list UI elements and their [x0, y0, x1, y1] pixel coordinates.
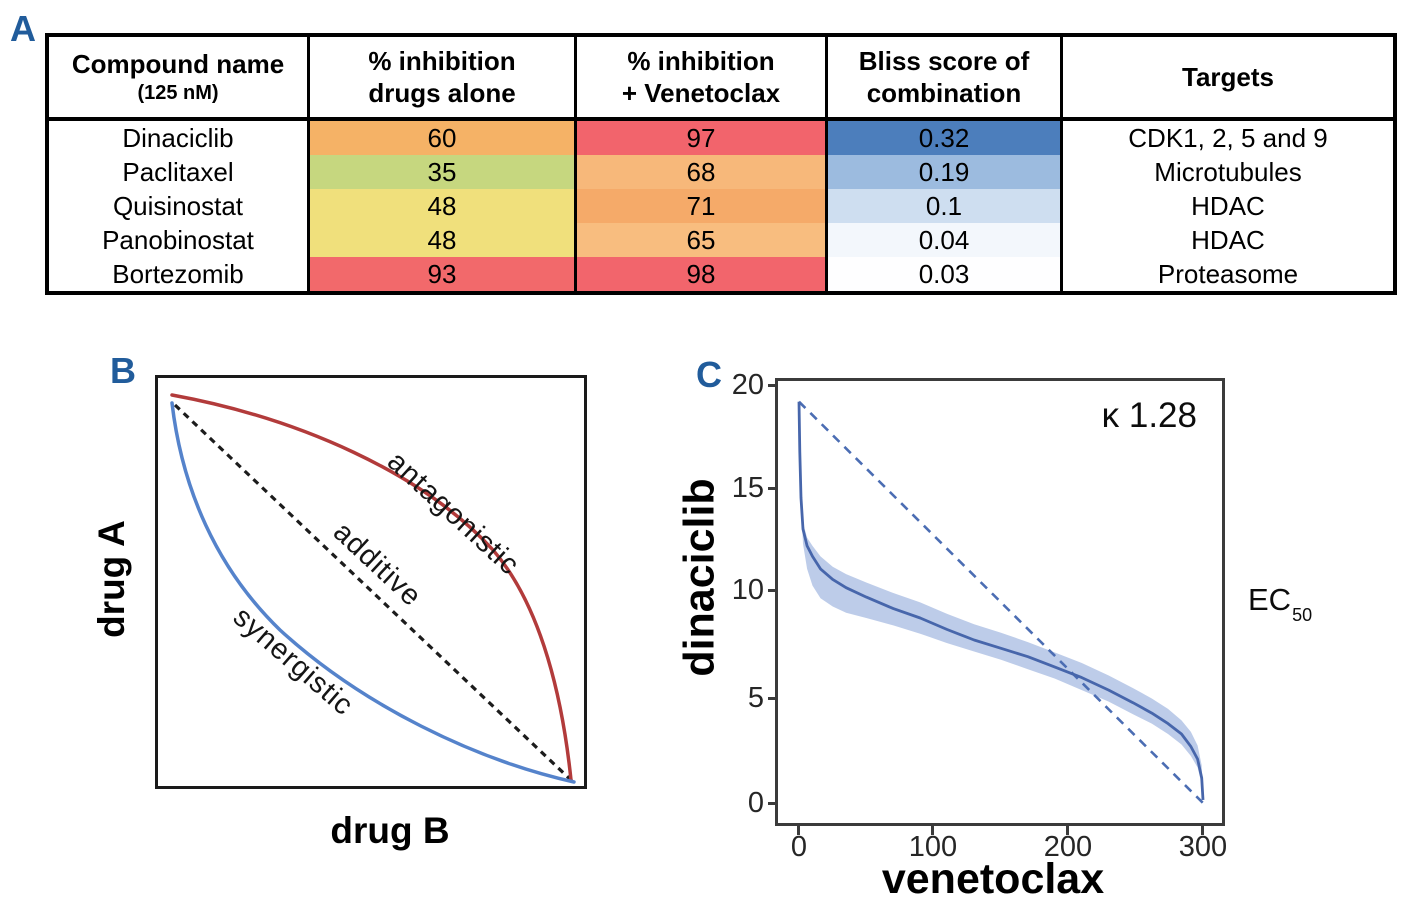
table-cell-r1-c4: Microtubules: [1154, 157, 1302, 187]
table-cell-r0-c4: CDK1, 2, 5 and 9: [1128, 123, 1328, 153]
table-cell-r2-c4: HDAC: [1191, 191, 1265, 221]
drug-b-axis-label: drug B: [330, 810, 450, 851]
dinaciclib-axis-label: dinaciclib: [675, 478, 724, 677]
y-tick-label-5: 5: [747, 682, 764, 714]
drug-a-axis-label: drug A: [91, 520, 132, 638]
synergistic-curve: [170, 401, 576, 784]
isobologram-svg: [797, 400, 1205, 804]
header-inhibition-alone: % inhibition drugs alone: [310, 37, 577, 121]
ec50-sub: 50: [1292, 605, 1313, 626]
y-tick-5: [768, 697, 778, 700]
panel-b-plot: [155, 375, 587, 789]
table-cell-r0-c2: 97: [577, 121, 828, 155]
x-tick-200: [1066, 826, 1069, 835]
table-cell-r4-c1: 93: [310, 257, 577, 291]
table-cell-r1-c3: 0.19: [828, 155, 1063, 189]
x-tick-300: [1201, 826, 1204, 835]
y-tick-label-15: 15: [731, 472, 764, 504]
table-cell-r0-c0: Dinaciclib: [49, 121, 310, 155]
header-compound-line2: (125 nM): [137, 81, 219, 104]
table-cell-r3-c4: HDAC: [1191, 225, 1265, 255]
y-tick-label-20: 20: [731, 369, 764, 401]
y-tick-20: [768, 384, 778, 387]
table-cell-r3-c2: 65: [577, 223, 828, 257]
table-cell-r1-c2: 68: [577, 155, 828, 189]
x-tick-0: [797, 826, 800, 835]
table-cell-r3-c3: 0.04: [828, 223, 1063, 257]
header-ven-line1: % inhibition: [627, 45, 775, 76]
x-tick-100: [931, 826, 934, 835]
table-cell-r4-c4: Proteasome: [1157, 259, 1299, 289]
table-cell-r2-c0: Quisinostat: [49, 189, 310, 223]
table-cell-r2-c2: 71: [577, 189, 828, 223]
header-bliss-line1: Bliss score of: [858, 45, 1030, 76]
header-inhibition-venetoclax: % inhibition + Venetoclax: [577, 37, 828, 121]
header-compound-name: Compound name (125 nM): [49, 37, 310, 121]
table-cell-r4-c3: 0.03: [828, 257, 1063, 291]
venetoclax-axis-label: venetoclax: [881, 855, 1105, 903]
table-cell-r0-c3: 0.32: [828, 121, 1063, 155]
header-ven-line2: + Venetoclax: [621, 77, 781, 108]
schematic-svg: [170, 393, 576, 784]
table-cell-r4-c0: Bortezomib: [49, 257, 310, 291]
header-bliss-line2: combination: [866, 77, 1022, 108]
header-alone-line1: % inhibition: [368, 45, 516, 76]
header-targets-line1: Targets: [1182, 61, 1274, 92]
x-tick-label-0: 0: [790, 831, 808, 863]
table-cell-r2-c1: 48: [310, 189, 577, 223]
table-cell-r1-c1: 35: [310, 155, 577, 189]
y-tick-label-0: 0: [747, 787, 764, 819]
table-cell-r3-c1: 48: [310, 223, 577, 257]
ec50-main: EC: [1248, 582, 1292, 617]
antagonistic-curve: [170, 393, 573, 782]
panel-c-plot: [775, 378, 1225, 826]
x-tick-label-100: 100: [908, 831, 958, 863]
panel-b-label: B: [110, 350, 136, 391]
table-cell-r1-c0: Paclitaxel: [49, 155, 310, 189]
table-cell-r3-c0: Panobinostat: [49, 223, 310, 257]
isobole-line: [797, 401, 1205, 800]
table-cell-r0-c1: 60: [310, 121, 577, 155]
y-tick-label-10: 10: [731, 574, 764, 606]
kappa-annotation: κ 1.28: [1101, 396, 1197, 435]
combination-table: Compound name (125 nM) % inhibition drug…: [45, 33, 1397, 295]
y-tick-10: [768, 589, 778, 592]
y-tick-15: [768, 487, 778, 490]
table-cell-r2-c3: 0.1: [828, 189, 1063, 223]
header-targets: Targets: [1063, 37, 1393, 121]
x-tick-label-300: 300: [1178, 831, 1228, 863]
x-tick-label-200: 200: [1043, 831, 1093, 863]
table-cell-r4-c2: 98: [577, 257, 828, 291]
y-tick-0: [768, 802, 778, 805]
header-alone-line2: drugs alone: [368, 77, 516, 108]
panel-a-label: A: [10, 8, 36, 49]
ec50-label: EC50: [1248, 582, 1313, 626]
header-bliss-score: Bliss score of combination: [828, 37, 1063, 121]
header-compound-line1: Compound name: [71, 49, 285, 80]
panel-c-label: C: [696, 354, 722, 395]
